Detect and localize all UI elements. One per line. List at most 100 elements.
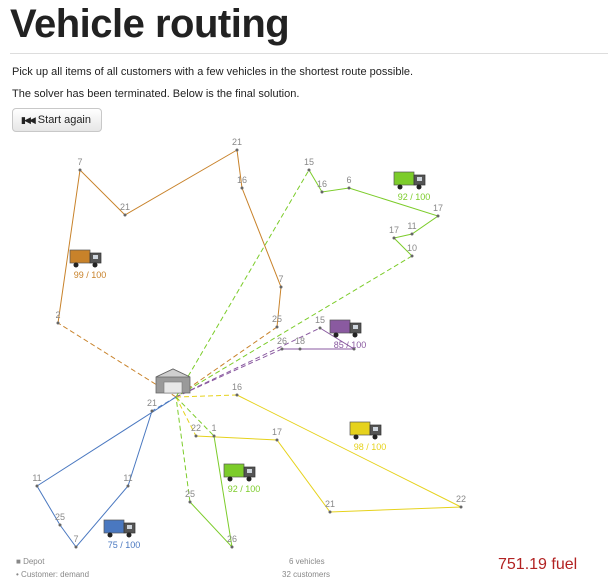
truck-cargo	[393, 171, 415, 186]
route-depart-v2	[175, 169, 310, 398]
customer-demand-label: 17	[433, 203, 443, 213]
customer-dot	[150, 409, 154, 413]
customer-demand-label: 21	[325, 499, 335, 509]
customer-demand-label: 21	[147, 398, 157, 408]
route-return-v5	[175, 396, 191, 503]
vehicle-count: 6 vehicles	[289, 557, 325, 566]
truck-wheel	[246, 476, 252, 482]
score-fuel: 751.19 fuel	[498, 556, 578, 573]
vehicle-load-label: 92 / 100	[398, 192, 431, 202]
customer-demand-label: 26	[277, 336, 287, 346]
skip-back-icon: ▮◀◀	[21, 114, 36, 125]
route-return-v4	[175, 394, 238, 398]
route-v6	[36, 396, 177, 548]
customer-dot	[188, 500, 192, 504]
route-depart-v1	[57, 322, 177, 398]
truck-window	[353, 325, 358, 329]
truck-wheel	[372, 434, 378, 440]
customer-dot	[58, 523, 62, 527]
customer-dot	[459, 505, 463, 509]
truck-icon	[223, 463, 256, 482]
customer-dot	[126, 484, 130, 488]
route-v4	[195, 394, 462, 513]
truck-wheel	[73, 262, 79, 268]
route-depart-v4	[175, 396, 197, 437]
truck-wheel	[353, 434, 359, 440]
legend-customer-marker: •	[16, 570, 19, 579]
truck-window	[247, 469, 252, 473]
customer-demand-label: 22	[456, 494, 466, 504]
customer-dot	[436, 214, 440, 218]
vehicle-load-label: 85 / 100	[334, 340, 367, 350]
vehicle-load-label: 99 / 100	[74, 270, 107, 280]
truck-wheel	[107, 532, 113, 538]
customer-demand-label: 6	[346, 175, 351, 185]
customer-demand-label: 16	[237, 175, 247, 185]
customer-dot	[230, 545, 234, 549]
customer-demand-label: 11	[407, 221, 416, 231]
truck-icon	[69, 249, 102, 268]
title-divider	[10, 53, 608, 54]
customer-demand-label: 22	[191, 423, 201, 433]
description-intro: Pick up all items of all customers with …	[12, 66, 414, 78]
customer-demand-label: 16	[232, 382, 242, 392]
truck-cargo	[69, 249, 91, 264]
customer-demand-label: 7	[278, 274, 283, 284]
customer-demand-label: 1	[211, 423, 216, 433]
customer-demand-label: 17	[389, 225, 399, 235]
customer-dot	[194, 434, 198, 438]
vehicle-load-label: 75 / 100	[108, 540, 141, 550]
customer-demand-label: 25	[55, 512, 65, 522]
customer-count: 32 customers	[282, 570, 331, 579]
customer-dot	[298, 347, 302, 351]
customer-demand-label: 21	[120, 202, 130, 212]
customer-dot	[352, 347, 356, 351]
legend-customer-label: Customer: demand	[21, 570, 90, 579]
truck-cargo	[103, 519, 125, 534]
page-title: Vehicle routing	[10, 2, 290, 46]
start-again-button[interactable]: ▮◀◀ Start again	[12, 108, 102, 132]
route-return-v1	[175, 326, 278, 398]
customer-demand-label: 7	[73, 534, 78, 544]
customer-dot	[307, 168, 311, 172]
customer-dot	[410, 232, 414, 236]
customer-dot	[320, 190, 324, 194]
route-depart-v3	[175, 327, 321, 398]
truck-wheel	[397, 184, 403, 190]
customer-dot	[235, 148, 239, 152]
route-return-v3	[175, 348, 283, 398]
truck-icon	[329, 319, 362, 338]
truck-window	[417, 177, 422, 181]
customer-demand-label: 10	[407, 243, 417, 253]
customer-dot	[78, 168, 82, 172]
truck-icon	[349, 421, 382, 440]
customer-dot	[275, 325, 279, 329]
customer-demand-label: 25	[185, 489, 195, 499]
customer-demand-label: 18	[295, 336, 305, 346]
customer-dot	[279, 285, 283, 289]
customer-dot	[74, 545, 78, 549]
route-depart-v5	[175, 396, 215, 437]
truck-cargo	[223, 463, 245, 478]
truck-cargo	[329, 319, 351, 334]
customer-dot	[392, 236, 396, 240]
legend-customer: • Customer: demand	[16, 570, 89, 579]
customer-dot	[35, 484, 39, 488]
customer-dot	[328, 510, 332, 514]
warehouse-roof	[155, 368, 191, 378]
warehouse-icon	[155, 368, 191, 394]
customer-demand-label: 2	[55, 310, 60, 320]
customer-dot	[280, 347, 284, 351]
legend-depot-marker: ■	[16, 557, 21, 566]
route-return-v2	[175, 255, 413, 398]
customer-dot	[240, 186, 244, 190]
truck-wheel	[227, 476, 233, 482]
truck-cargo	[349, 421, 371, 436]
truck-icon	[393, 171, 426, 190]
legend-depot: ■ Depot	[16, 557, 44, 566]
customer-demand-label: 11	[123, 473, 132, 483]
truck-wheel	[416, 184, 422, 190]
vehicle-load-label: 98 / 100	[354, 442, 387, 452]
start-again-label: Start again	[37, 114, 91, 126]
